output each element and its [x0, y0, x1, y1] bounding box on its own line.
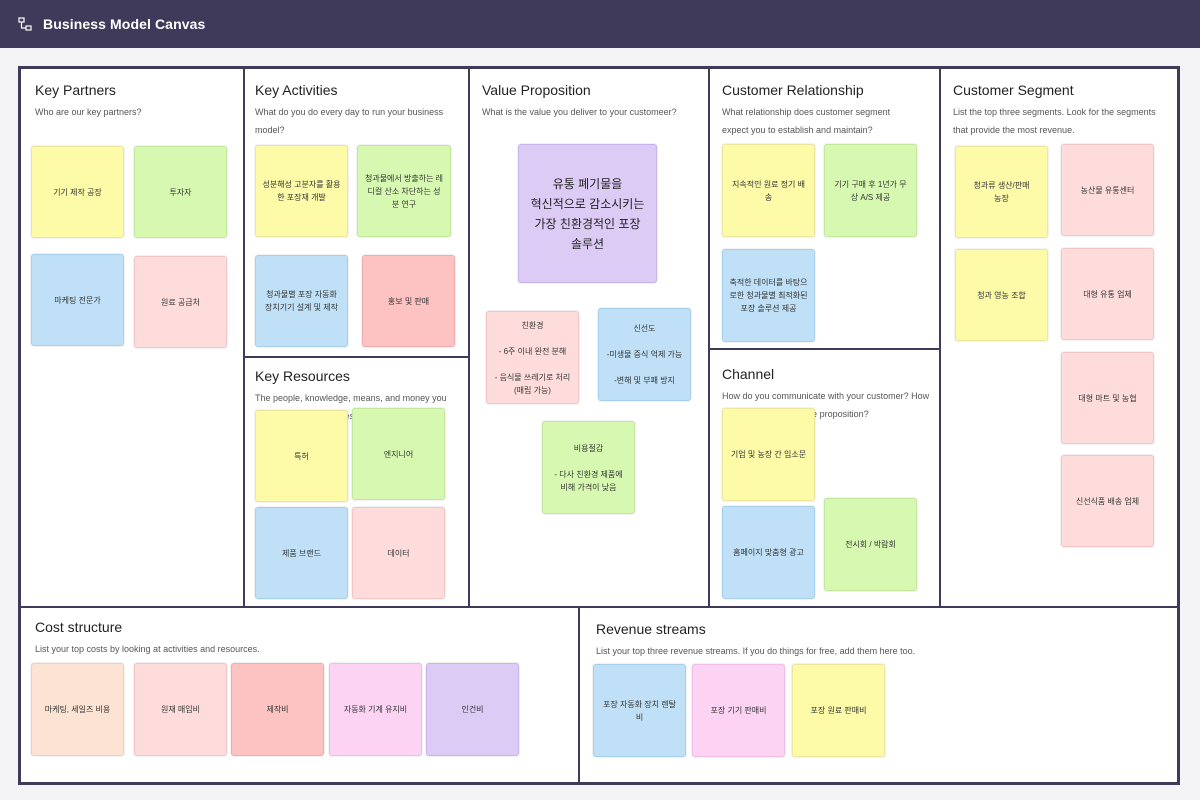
sticky-note[interactable]: 신선식품 배송 업체: [1061, 455, 1154, 547]
diagram-icon: [18, 17, 32, 31]
section-title: Key Resources: [255, 368, 350, 384]
sticky-note[interactable]: 투자자: [134, 146, 227, 238]
divider: [468, 69, 470, 606]
section-customer-segment: Customer Segment List the top three segm…: [941, 69, 1177, 606]
sticky-note[interactable]: 포장 원료 판매비: [792, 664, 885, 757]
sticky-note[interactable]: 기기 구매 후 1년가 무상 A/S 제공: [824, 144, 917, 237]
sticky-note[interactable]: 데이터: [352, 507, 445, 599]
section-title: Revenue streams: [596, 621, 706, 637]
section-description: List the top three segments. Look for th…: [953, 107, 1156, 135]
sticky-note[interactable]: 축적한 데이터를 바탕으로한 청과물별 최적화된 포장 솔루션 제공: [722, 249, 815, 342]
section-description: List your top three revenue streams. If …: [596, 646, 916, 656]
section-title: Key Activities: [255, 82, 338, 98]
sticky-note[interactable]: 대형 마트 및 농협: [1061, 352, 1154, 444]
section-description: What is the value you deliver to your cu…: [482, 107, 677, 117]
sticky-note[interactable]: 원료 공급처: [134, 256, 227, 348]
divider: [243, 356, 468, 358]
sticky-note[interactable]: 홈페이지 맞춤형 광고: [722, 506, 815, 599]
app-title: Business Model Canvas: [43, 16, 206, 32]
section-cost-structure: Cost structure List your top costs by lo…: [21, 608, 578, 785]
divider: [21, 606, 1177, 608]
sticky-note[interactable]: 홍보 및 판매: [362, 255, 455, 347]
sticky-note[interactable]: 특허: [255, 410, 348, 502]
sticky-note[interactable]: 신선도 -미생물 증식 억제 가능 -변해 및 부패 방지: [598, 308, 691, 401]
business-model-canvas: Key Partners Who are our key partners? 기…: [18, 66, 1180, 785]
section-title: Value Proposition: [482, 82, 591, 98]
sticky-note[interactable]: 농산물 유통센터: [1061, 144, 1154, 236]
section-title: Channel: [722, 366, 775, 382]
divider: [243, 69, 245, 606]
section-description: What do you do every day to run your bus…: [255, 107, 444, 135]
section-channel: Channel How do you communicate with your…: [710, 350, 939, 606]
section-title: Customer Segment: [953, 82, 1074, 98]
divider: [708, 69, 710, 606]
divider: [578, 606, 580, 785]
sticky-note[interactable]: 인건비: [426, 663, 519, 756]
sticky-note[interactable]: 마케팅 전문가: [31, 254, 124, 346]
sticky-note[interactable]: 제품 브랜드: [255, 507, 348, 599]
sticky-note[interactable]: 친환경 - 6주 이내 완전 분해 - 음식물 쓰레기로 처리 (매립 가능): [486, 311, 579, 404]
sticky-note[interactable]: 청과물에서 방출하는 레디컬 산소 차단하는 성분 연구: [357, 145, 451, 237]
section-title: Key Partners: [35, 82, 116, 98]
divider: [939, 69, 941, 606]
divider: [708, 348, 939, 350]
section-key-resources: Key Resources The people, knowledge, mea…: [245, 358, 468, 606]
section-description: What relationship does customer segment …: [722, 107, 891, 135]
sticky-note[interactable]: 지속적인 원료 정기 배송: [722, 144, 815, 237]
sticky-note[interactable]: 청과류 생산/판매 농장: [955, 146, 1048, 238]
app-header: Business Model Canvas: [0, 0, 1200, 48]
sticky-note[interactable]: 청과물별 포장 자동화 장치기기 설계 및 제작: [255, 255, 348, 347]
sticky-note[interactable]: 대형 유통 업체: [1061, 248, 1154, 340]
sticky-note[interactable]: 포장 자동화 장치 렌탈비: [593, 664, 686, 757]
sticky-note[interactable]: 자동화 기계 유지비: [329, 663, 422, 756]
sticky-note[interactable]: 비용절감 - 다사 친환경 제품에 비해 가격이 낮음: [542, 421, 635, 514]
sticky-note[interactable]: 기업 및 농장 간 임소문: [722, 408, 815, 501]
section-key-activities: Key Activities What do you do every day …: [245, 69, 468, 356]
sticky-note[interactable]: 마케팅, 세일즈 비용: [31, 663, 124, 756]
section-value-proposition: Value Proposition What is the value you …: [470, 69, 708, 606]
value-proposition-main-note[interactable]: 유통 폐기물을 혁신적으로 감소시키는 가장 친환경적인 포장 솔루션: [518, 144, 657, 283]
section-title: Cost structure: [35, 619, 123, 635]
sticky-note[interactable]: 청과 영농 조합: [955, 249, 1048, 341]
sticky-note[interactable]: 전시회 / 박람회: [824, 498, 917, 591]
section-customer-relationship: Customer Relationship What relationship …: [710, 69, 939, 348]
section-title: Customer Relationship: [722, 82, 864, 98]
sticky-note[interactable]: 제작비: [231, 663, 324, 756]
section-revenue-streams: Revenue streams List your top three reve…: [580, 608, 1177, 785]
sticky-note[interactable]: 포장 기기 판매비: [692, 664, 785, 757]
section-description: List your top costs by looking at activi…: [35, 644, 260, 654]
sticky-note[interactable]: 기기 제작 공장: [31, 146, 124, 238]
sticky-note[interactable]: 성분해성 고분자를 활용한 포장재 개발: [255, 145, 348, 237]
sticky-note[interactable]: 엔지니어: [352, 408, 445, 500]
sticky-note[interactable]: 원재 매입비: [134, 663, 227, 756]
section-description: Who are our key partners?: [35, 107, 142, 117]
section-key-partners: Key Partners Who are our key partners? 기…: [21, 69, 243, 606]
